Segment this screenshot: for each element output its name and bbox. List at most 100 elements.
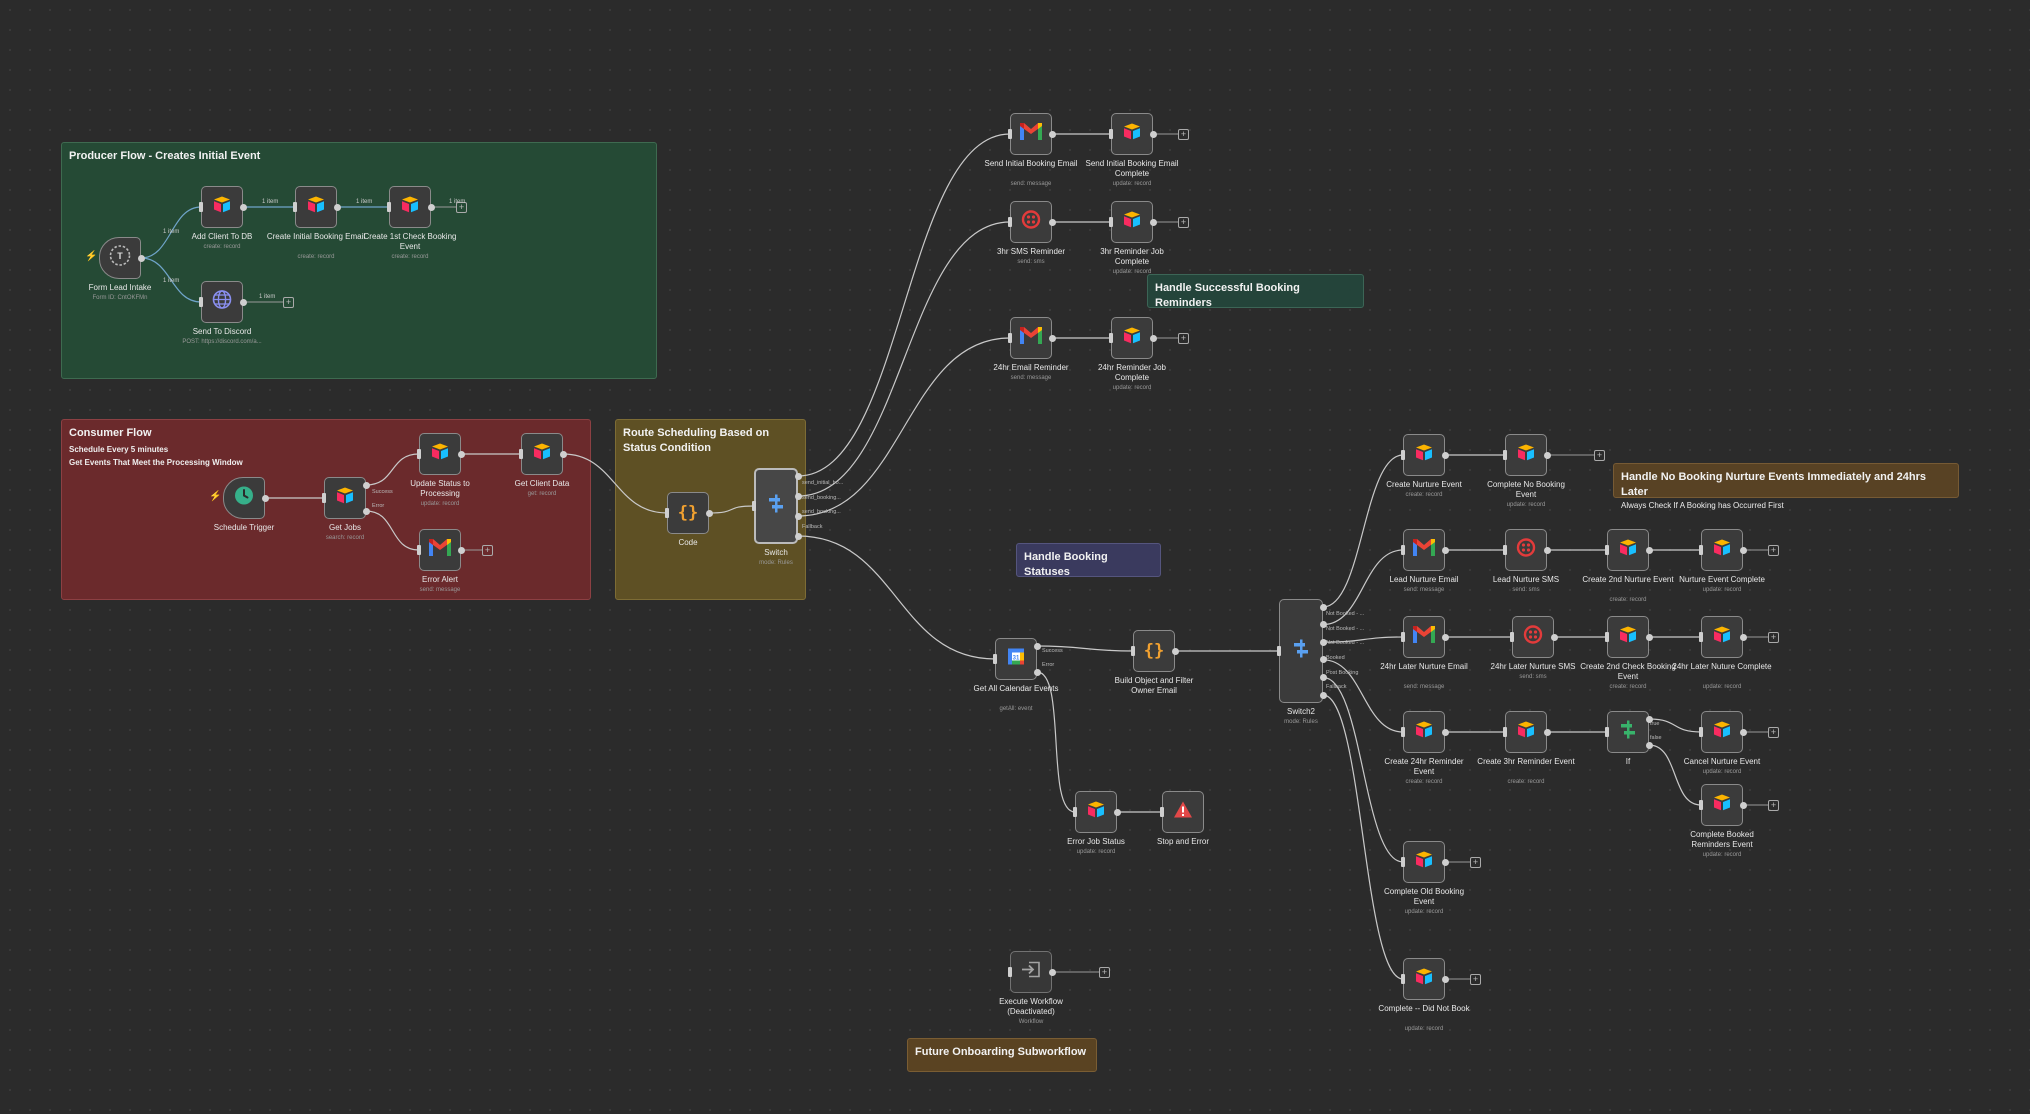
input-port[interactable] [199,297,203,307]
output-port[interactable] [1441,633,1449,641]
node-send-initial-booking-complete[interactable] [1111,113,1153,155]
add-node-button[interactable]: + [1768,727,1779,738]
node-create-3hr-reminder[interactable] [1505,711,1547,753]
node-send-to-discord[interactable] [201,281,243,323]
node-cancel-nurture[interactable] [1701,711,1743,753]
input-port[interactable] [1401,727,1405,737]
node-error-alert[interactable] [419,529,461,571]
output-port[interactable] [362,481,370,489]
input-port[interactable] [1277,646,1281,656]
output-port[interactable] [559,450,567,458]
node-code[interactable]: {} [667,492,709,534]
input-port[interactable] [993,654,997,664]
input-port[interactable] [417,449,421,459]
input-port[interactable] [1109,217,1113,227]
input-port[interactable] [1008,217,1012,227]
add-node-button[interactable]: + [283,297,294,308]
output-port[interactable] [794,472,802,480]
output-port[interactable] [239,203,247,211]
output-port[interactable] [1048,968,1056,976]
input-port[interactable] [1073,807,1077,817]
add-node-button[interactable]: + [1178,217,1189,228]
output-port[interactable] [1441,728,1449,736]
node-complete-no-booking[interactable] [1505,434,1547,476]
output-port[interactable] [1319,621,1327,629]
input-port[interactable] [752,501,756,511]
output-port[interactable] [1645,546,1653,554]
input-port[interactable] [1605,632,1609,642]
input-port[interactable] [1510,632,1514,642]
input-port[interactable] [1109,129,1113,139]
output-port[interactable] [794,512,802,520]
node-get-jobs[interactable] [324,477,366,519]
input-port[interactable] [1605,545,1609,555]
output-port[interactable] [1441,451,1449,459]
node-complete-booked-reminders[interactable] [1701,784,1743,826]
input-port[interactable] [1699,632,1703,642]
output-port[interactable] [1543,451,1551,459]
node-build-object[interactable]: {} [1133,630,1175,672]
node-nurture-complete[interactable] [1701,529,1743,571]
sticky-booking-statuses[interactable]: Handle Booking Statuses [1016,543,1161,578]
output-port[interactable] [1319,638,1327,646]
input-port[interactable] [1699,545,1703,555]
output-port[interactable] [1048,334,1056,342]
sticky-producer-flow[interactable]: Producer Flow - Creates Initial Event [61,142,657,379]
output-port[interactable] [1319,656,1327,664]
add-node-button[interactable]: + [1768,545,1779,556]
node-job-24hr-complete[interactable] [1111,317,1153,359]
add-node-button[interactable]: + [1768,800,1779,811]
input-port[interactable] [1503,727,1507,737]
node-create-24hr-reminder[interactable] [1403,711,1445,753]
output-port[interactable] [1550,633,1558,641]
add-node-button[interactable]: + [1178,129,1189,140]
node-create-2nd-check[interactable] [1607,616,1649,658]
input-port[interactable] [1109,333,1113,343]
output-port[interactable] [1033,642,1041,650]
node-sms-3hr[interactable] [1010,201,1052,243]
add-node-button[interactable]: + [1178,333,1189,344]
output-port[interactable] [427,203,435,211]
node-get-client-data[interactable] [521,433,563,475]
output-port[interactable] [457,546,465,554]
node-complete-old-booking[interactable] [1403,841,1445,883]
sticky-successful-booking[interactable]: Handle Successful Booking Reminders [1147,274,1364,309]
output-port[interactable] [261,494,269,502]
node-job-3hr-complete[interactable] [1111,201,1153,243]
output-port[interactable] [1543,728,1551,736]
input-port[interactable] [387,202,391,212]
output-port[interactable] [1645,633,1653,641]
add-node-button[interactable]: + [1768,632,1779,643]
output-port[interactable] [1113,808,1121,816]
node-lead-nurture-email[interactable] [1403,529,1445,571]
output-port[interactable] [1739,728,1747,736]
output-port[interactable] [239,298,247,306]
output-port[interactable] [1441,858,1449,866]
node-execute-workflow[interactable] [1010,951,1052,993]
input-port[interactable] [1401,450,1405,460]
output-port[interactable] [1739,801,1747,809]
output-port[interactable] [1441,975,1449,983]
input-port[interactable] [417,545,421,555]
output-port[interactable] [1149,130,1157,138]
input-port[interactable] [322,493,326,503]
node-get-all-calendar[interactable]: 31 [995,638,1037,680]
output-port[interactable] [1319,673,1327,681]
input-port[interactable] [1160,807,1164,817]
input-port[interactable] [1008,333,1012,343]
sticky-consumer-flow[interactable]: Consumer Flow Schedule Every 5 minutes G… [61,419,591,600]
node-stop-and-error[interactable] [1162,791,1204,833]
add-node-button[interactable]: + [1470,857,1481,868]
node-lead-nurture-sms[interactable] [1505,529,1547,571]
output-port[interactable] [1645,741,1653,749]
input-port[interactable] [1503,450,1507,460]
node-switch[interactable] [754,468,798,544]
output-port[interactable] [1149,334,1157,342]
add-node-button[interactable]: + [482,545,493,556]
output-port[interactable] [1441,546,1449,554]
input-port[interactable] [1503,545,1507,555]
node-schedule-trigger[interactable] [223,477,265,519]
input-port[interactable] [1008,129,1012,139]
add-node-button[interactable]: + [1470,974,1481,985]
